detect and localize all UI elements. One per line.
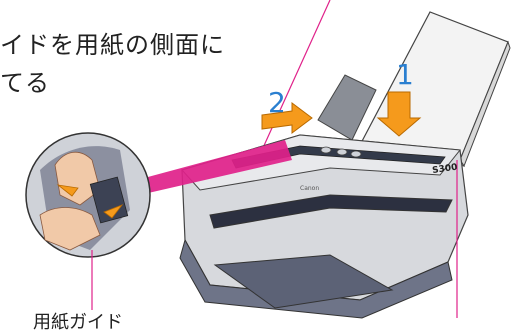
output-tray (213, 254, 394, 309)
resume-button-icon (336, 148, 348, 156)
finger-icon (39, 207, 101, 251)
instruction-line-2: てる (0, 69, 50, 97)
paper-support (317, 74, 377, 141)
brand-text: Canon (300, 185, 319, 192)
paper-guide-label: 用紙ガイド (33, 312, 123, 333)
callout-wedge (118, 140, 292, 200)
printer-illustration: S300 Canon (25, 0, 511, 319)
power-button-icon (320, 146, 332, 154)
inset-zoom (25, 132, 151, 258)
inset-arrow-right-icon (103, 204, 124, 219)
instruction-line-1: イドを用紙の側面に (0, 31, 225, 59)
printer-body (179, 134, 469, 319)
cleaning-button-icon (350, 150, 362, 158)
paper-guide-part (89, 176, 129, 224)
step-2-label: 2 (268, 86, 286, 119)
step-1-label: 1 (396, 58, 414, 91)
arrow-step-2-icon (261, 102, 313, 134)
inset-arrow-left-icon (56, 184, 79, 197)
arrow-step-1-icon (376, 91, 422, 137)
model-text: S300 (432, 163, 458, 176)
